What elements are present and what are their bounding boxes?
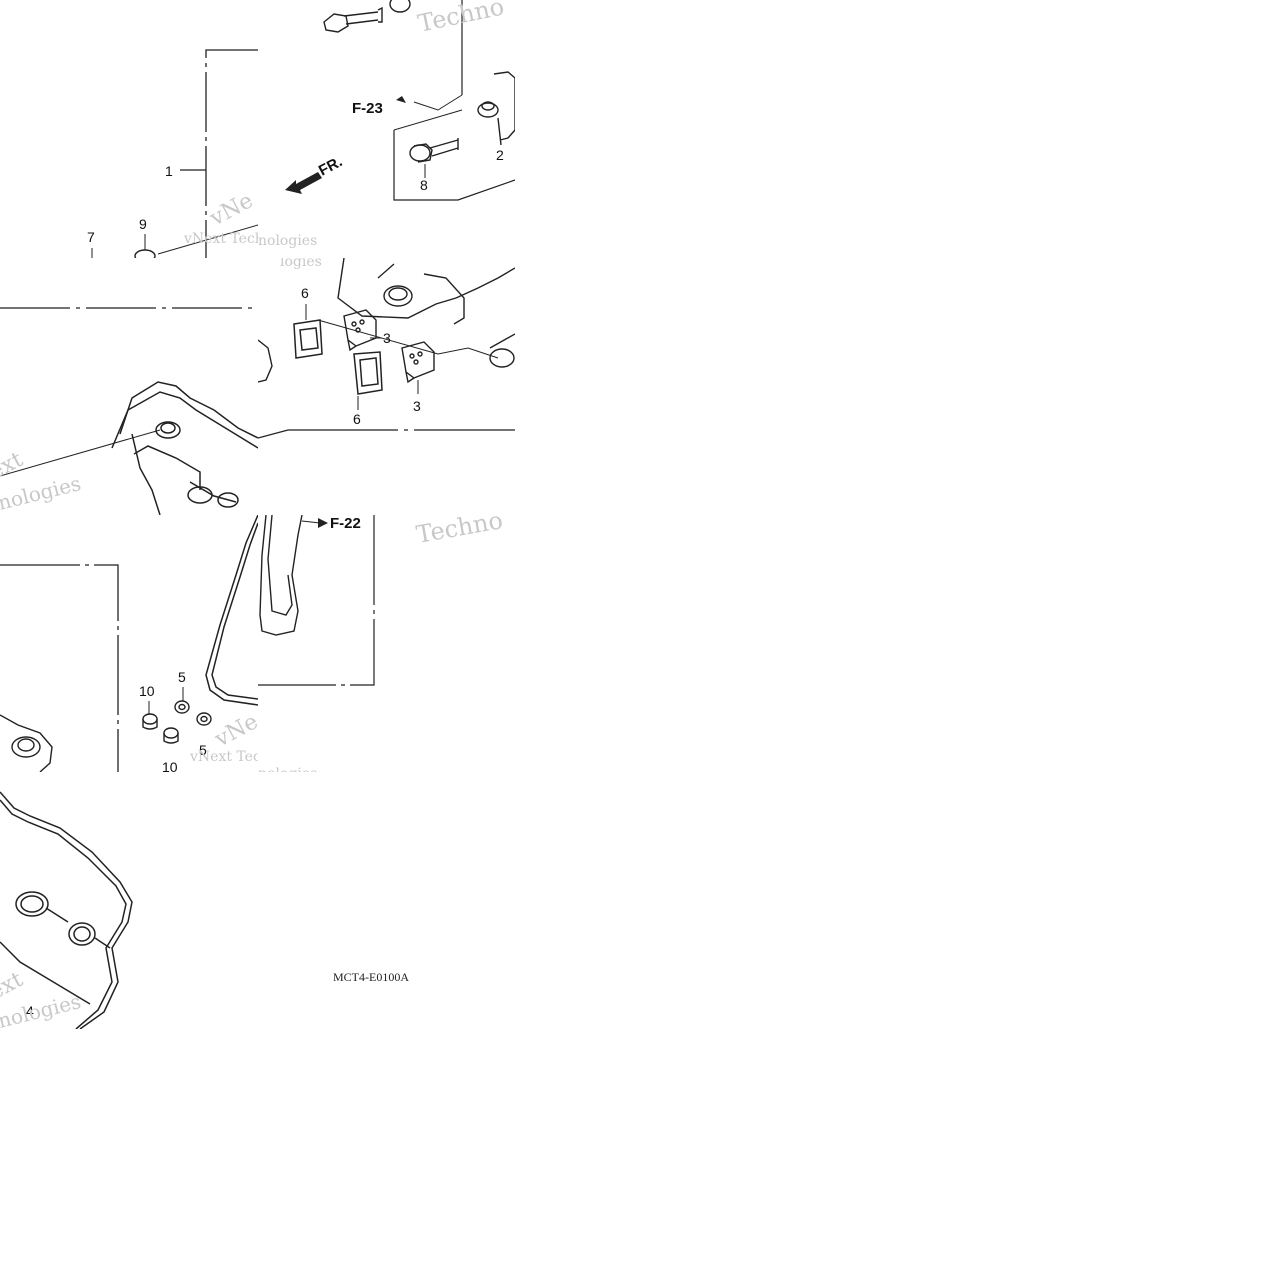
watermark-fragment: vNe bbox=[210, 709, 258, 753]
cover-top-housing bbox=[337, 258, 515, 368]
cylinder-head-cover bbox=[111, 381, 258, 515]
tile-top-left-drawing: 1 9 7 vNext Technologies vNe bbox=[87, 49, 258, 258]
tile-middle-left-drawing: ext nologies bbox=[0, 307, 258, 515]
watermark-text: vNext Technologies bbox=[183, 231, 258, 247]
diagram-tile-lower-middle: F-22 Techno nologies bbox=[258, 515, 515, 772]
callout-5a: 5 bbox=[178, 669, 186, 685]
tile-top-middle-drawing: F-23 2 8 FR. Techno nologies bbox=[258, 0, 515, 249]
cover-lower-body bbox=[259, 515, 303, 636]
washer-5a bbox=[174, 700, 190, 714]
seal-6a bbox=[293, 319, 323, 359]
bolt-top bbox=[323, 0, 411, 33]
front-arrow-icon bbox=[285, 172, 322, 194]
head-cover-gasket-4 bbox=[0, 791, 133, 1029]
diagram-tile-center: logies 6 3 bbox=[258, 258, 515, 515]
watermark-fragment: nologies bbox=[258, 766, 317, 772]
watermark-fragment: logies bbox=[280, 258, 322, 270]
diagram-tile-lower-left: 10 5 10 5 bbox=[0, 515, 258, 772]
callout-7: 7 bbox=[87, 229, 95, 245]
watermark-fragment: vNe bbox=[205, 188, 257, 232]
seal-6b bbox=[353, 351, 383, 395]
callout-5b: 5 bbox=[199, 742, 207, 758]
watermark-fragment: nologies bbox=[258, 233, 317, 249]
watermark-fragment: nologies bbox=[0, 471, 83, 515]
callout-8: 8 bbox=[420, 177, 428, 193]
callout-10a: 10 bbox=[139, 683, 155, 699]
tile-bottom-left-drawing: 4 ext nologies bbox=[0, 791, 133, 1029]
ref-f22: F-22 bbox=[330, 515, 361, 532]
watermark-fragment: ext bbox=[0, 447, 27, 485]
spark-plug-clip-3a bbox=[343, 309, 377, 352]
mount-boss-2 bbox=[477, 71, 515, 146]
callout-10b: 10 bbox=[162, 759, 178, 772]
watermark-fragment: ext bbox=[0, 967, 27, 1005]
callout-3b: 3 bbox=[413, 398, 421, 414]
callout-1: 1 bbox=[165, 163, 173, 179]
callout-2: 2 bbox=[496, 147, 504, 163]
watermark-text: vNext Technologies bbox=[189, 749, 258, 765]
bolt-8 bbox=[409, 138, 459, 163]
cover-left-end bbox=[0, 714, 53, 772]
gasket-edge bbox=[205, 515, 258, 706]
callout-6a: 6 bbox=[301, 285, 309, 301]
callout-9: 9 bbox=[139, 216, 147, 232]
grommet-10b bbox=[163, 727, 179, 744]
ref-f23: F-23 bbox=[352, 100, 383, 117]
diagram-tile-top-middle: F-23 2 8 FR. Techno nologies bbox=[258, 0, 515, 258]
diagram-tile-middle-left: ext nologies bbox=[0, 258, 258, 515]
callout-6b: 6 bbox=[353, 411, 361, 427]
diagram-tile-bottom-left: 4 ext nologies bbox=[0, 772, 258, 1029]
diagram-tile-top-left: 1 9 7 vNext Technologies vNe bbox=[0, 0, 258, 258]
tile-lower-middle-drawing: F-22 Techno nologies bbox=[258, 515, 505, 772]
watermark-fragment: Techno bbox=[414, 515, 505, 549]
spark-plug-clip-3b bbox=[401, 341, 435, 384]
tile-center-drawing: logies 6 3 bbox=[258, 258, 515, 439]
callout-3a: 3 bbox=[383, 330, 391, 346]
watermark-fragment: Techno bbox=[415, 0, 506, 38]
grommet-10a bbox=[142, 713, 158, 730]
washer-9 bbox=[134, 249, 156, 258]
tile-lower-left-drawing: 10 5 10 5 bbox=[0, 515, 258, 772]
callout-4: 4 bbox=[26, 1003, 34, 1019]
washer-5b bbox=[196, 712, 212, 726]
diagram-code: MCT4-E0100A bbox=[333, 970, 409, 984]
